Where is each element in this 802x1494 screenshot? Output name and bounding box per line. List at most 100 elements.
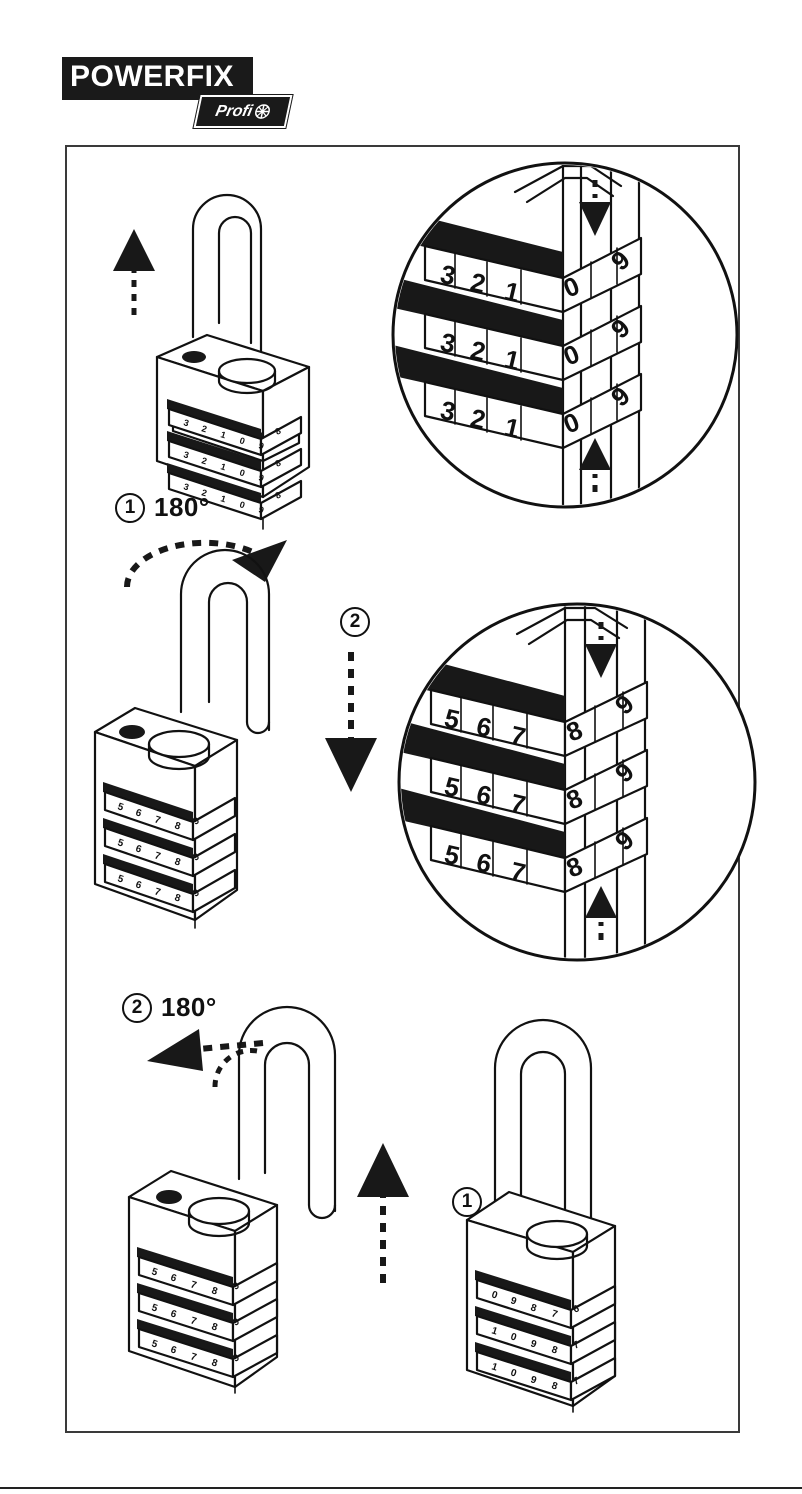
up-dashed-arrow-bottom — [579, 438, 611, 492]
svg-text:8: 8 — [210, 1285, 219, 1297]
svg-text:9: 9 — [529, 1338, 538, 1350]
svg-text:3: 3 — [182, 481, 190, 492]
svg-text:9: 9 — [191, 815, 201, 828]
svg-text:3: 3 — [438, 259, 459, 291]
panel-rotate-shackle-180: 5 6 7 8 9 5 6 7 8 9 — [87, 532, 417, 952]
svg-text:6: 6 — [474, 711, 495, 743]
svg-text:6: 6 — [571, 1303, 581, 1316]
step-degrees-1: 180° — [154, 492, 210, 522]
detail-circle-2: 5 6 7 8 9 5 6 7 8 — [397, 592, 757, 972]
svg-text:9: 9 — [529, 1374, 538, 1386]
svg-text:7: 7 — [189, 1279, 198, 1291]
profi-badge: Profi — [192, 94, 294, 129]
svg-text:7: 7 — [153, 850, 162, 862]
svg-text:6: 6 — [474, 779, 495, 811]
svg-text:1: 1 — [502, 412, 523, 444]
svg-text:8: 8 — [210, 1357, 219, 1369]
svg-text:9: 9 — [257, 472, 265, 483]
step-marker-1-panel3: 1 — [452, 1187, 482, 1217]
svg-text:7: 7 — [571, 1375, 581, 1388]
svg-text:0: 0 — [490, 1289, 499, 1301]
panel-locked-padlock: 0 9 8 7 6 1 0 9 8 7 — [457, 1012, 757, 1413]
step-marker-2-panel2: 2 — [340, 607, 370, 637]
svg-text:3: 3 — [182, 449, 190, 460]
down-dashed-arrow-top-2 — [585, 622, 617, 678]
svg-text:9: 9 — [257, 440, 265, 451]
down-dashed-arrow-step2 — [325, 652, 377, 792]
svg-text:7: 7 — [153, 886, 162, 898]
brand-bar — [62, 57, 253, 100]
brand-logo: POWERFIX Profi — [62, 57, 294, 129]
step-degrees-2: 180° — [161, 992, 217, 1022]
svg-text:3: 3 — [438, 327, 459, 359]
step-marker-1: 1 — [115, 492, 145, 523]
panel-pull-shackle-up: 3 2 1 0 9 8 3 2 1 0 — [87, 167, 387, 530]
svg-text:7: 7 — [571, 1339, 581, 1352]
svg-text:2: 2 — [200, 423, 208, 434]
svg-text:2: 2 — [200, 487, 208, 498]
curved-dashed-arrow-left — [147, 1029, 264, 1088]
svg-text:6: 6 — [169, 1272, 178, 1284]
detail-circle-1: 3 2 1 0 9 3 2 1 0 — [391, 152, 739, 522]
svg-text:6: 6 — [169, 1308, 178, 1320]
step-label-1: 1 180° — [115, 492, 210, 523]
step-label-2: 2 180° — [122, 992, 217, 1023]
svg-text:5: 5 — [116, 837, 125, 849]
svg-text:2: 2 — [468, 267, 489, 299]
svg-text:9: 9 — [231, 1352, 241, 1365]
svg-text:8: 8 — [173, 820, 182, 832]
svg-text:5: 5 — [150, 1266, 159, 1278]
diagram-frame: 3 2 1 0 9 8 3 2 1 0 — [65, 145, 757, 1433]
svg-text:9: 9 — [191, 851, 201, 864]
svg-text:7: 7 — [189, 1351, 198, 1363]
svg-text:1: 1 — [502, 344, 523, 376]
svg-text:2: 2 — [468, 335, 489, 367]
svg-text:0: 0 — [509, 1367, 518, 1379]
svg-text:9: 9 — [231, 1316, 241, 1329]
panel-rotate-back-180: 5 6 7 8 9 5 6 7 8 9 — [87, 1005, 447, 1415]
svg-text:7: 7 — [508, 720, 529, 752]
up-dashed-arrow-bottom-2 — [585, 886, 617, 940]
svg-text:8: 8 — [550, 1380, 559, 1392]
svg-text:5: 5 — [116, 801, 125, 813]
svg-text:1: 1 — [219, 429, 227, 440]
svg-text:8: 8 — [210, 1321, 219, 1333]
svg-text:6: 6 — [169, 1344, 178, 1356]
svg-text:5: 5 — [150, 1338, 159, 1350]
svg-text:1: 1 — [490, 1325, 499, 1337]
svg-text:1: 1 — [502, 276, 523, 308]
svg-text:5: 5 — [442, 703, 463, 735]
svg-text:5: 5 — [150, 1302, 159, 1314]
page-bottom-rule — [0, 1487, 802, 1489]
svg-text:1: 1 — [219, 493, 227, 504]
svg-text:8: 8 — [173, 856, 182, 868]
svg-text:5: 5 — [116, 873, 125, 885]
svg-text:1: 1 — [219, 461, 227, 472]
svg-text:2: 2 — [468, 403, 489, 435]
svg-text:7: 7 — [508, 788, 529, 820]
svg-text:7: 7 — [508, 856, 529, 888]
svg-text:6: 6 — [134, 843, 143, 855]
svg-text:7: 7 — [550, 1308, 559, 1320]
svg-text:8: 8 — [550, 1344, 559, 1356]
curved-dashed-arrow-right — [123, 539, 287, 588]
svg-text:9: 9 — [231, 1280, 241, 1293]
svg-text:0: 0 — [238, 467, 246, 478]
svg-text:8: 8 — [274, 490, 283, 501]
brand-name: POWERFIX — [70, 60, 235, 93]
svg-text:6: 6 — [474, 847, 495, 879]
step-marker-2: 2 — [122, 992, 152, 1023]
down-dashed-arrow-top — [579, 180, 611, 236]
svg-text:5: 5 — [442, 839, 463, 871]
svg-text:8: 8 — [274, 458, 283, 469]
svg-text:8: 8 — [529, 1302, 538, 1314]
svg-text:8: 8 — [274, 426, 283, 437]
svg-text:9: 9 — [257, 504, 265, 515]
svg-text:0: 0 — [238, 499, 246, 510]
svg-text:8: 8 — [173, 892, 182, 904]
svg-text:6: 6 — [134, 807, 143, 819]
svg-text:5: 5 — [442, 771, 463, 803]
svg-text:0: 0 — [509, 1331, 518, 1343]
up-dashed-arrow-step1 — [357, 1143, 409, 1283]
svg-text:2: 2 — [200, 455, 208, 466]
